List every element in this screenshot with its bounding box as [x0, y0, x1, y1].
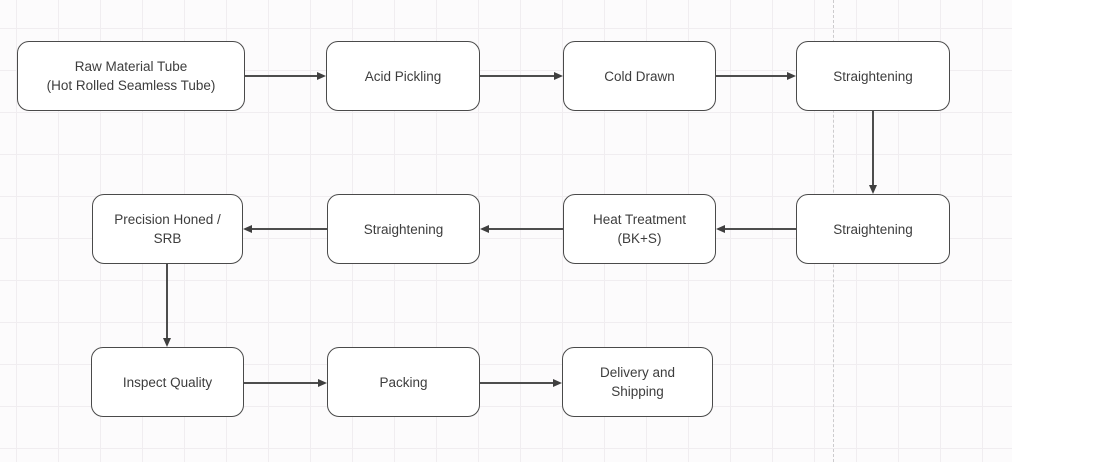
node-straightening-3[interactable]: Straightening [796, 194, 950, 264]
connector-straight3-to-heat[interactable] [725, 228, 796, 230]
connector-heat-to-straight2[interactable] [489, 228, 563, 230]
node-delivery-and-shipping[interactable]: Delivery and Shipping [562, 347, 713, 417]
node-precision-honed-srb[interactable]: Precision Honed / SRB [92, 194, 243, 264]
node-label: Inspect Quality [122, 374, 213, 390]
node-label: Straightening [363, 221, 444, 237]
connector-straight1-to-straight3[interactable] [872, 111, 874, 185]
node-cold-drawn[interactable]: Cold Drawn [563, 41, 716, 111]
node-straightening-2[interactable]: Straightening [327, 194, 480, 264]
node-inspect-quality[interactable]: Inspect Quality [91, 347, 244, 417]
node-label: Acid Pickling [364, 68, 442, 84]
node-label: Precision Honed / SRB [114, 212, 221, 246]
node-label: Cold Drawn [604, 68, 675, 84]
node-label: Delivery and Shipping [599, 365, 676, 399]
node-label: Straightening [833, 221, 913, 237]
node-label: Raw Material Tube (Hot Rolled Seamless T… [46, 59, 216, 93]
node-raw-material-tube[interactable]: Raw Material Tube (Hot Rolled Seamless T… [17, 41, 245, 111]
node-heat-treatment-bks[interactable]: Heat Treatment (BK+S) [563, 194, 716, 264]
node-straightening-1[interactable]: Straightening [796, 41, 950, 111]
node-label: Straightening [833, 68, 913, 84]
node-acid-pickling[interactable]: Acid Pickling [326, 41, 480, 111]
node-label: Packing [379, 374, 428, 390]
connector-precision-to-inspect[interactable] [166, 264, 168, 338]
connector-straight2-to-precision[interactable] [252, 228, 327, 230]
connector-raw-to-acid[interactable] [245, 75, 317, 77]
connector-cold-to-straight1[interactable] [716, 75, 787, 77]
node-label: Heat Treatment (BK+S) [592, 212, 687, 246]
node-packing[interactable]: Packing [327, 347, 480, 417]
connector-packing-to-delivery[interactable] [480, 382, 553, 384]
connector-acid-to-cold[interactable] [480, 75, 554, 77]
connector-inspect-to-packing[interactable] [244, 382, 318, 384]
